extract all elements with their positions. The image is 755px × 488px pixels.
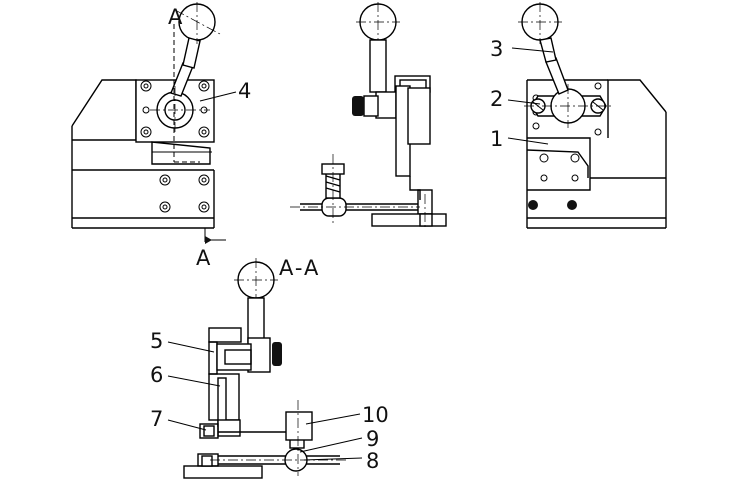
rear-view — [518, 2, 667, 229]
part-label-8: 8 — [366, 449, 379, 473]
front-view — [71, 2, 226, 244]
part-label-7: 7 — [150, 407, 163, 431]
section-title: A-A — [279, 256, 320, 280]
leader-lines — [167, 47, 554, 461]
part-label-2: 2 — [490, 87, 503, 111]
part-label-4: 4 — [238, 79, 251, 103]
part-label-10: 10 — [362, 403, 389, 427]
side-view — [290, 2, 447, 228]
section-view — [183, 258, 348, 479]
section-mark-top: A — [168, 5, 183, 29]
part-label-1: 1 — [490, 127, 503, 151]
part-label-3: 3 — [490, 37, 503, 61]
part-label-6: 6 — [150, 363, 163, 387]
part-label-5: 5 — [150, 329, 163, 353]
part-label-9: 9 — [366, 427, 379, 451]
section-mark-bottom: A — [196, 246, 211, 270]
